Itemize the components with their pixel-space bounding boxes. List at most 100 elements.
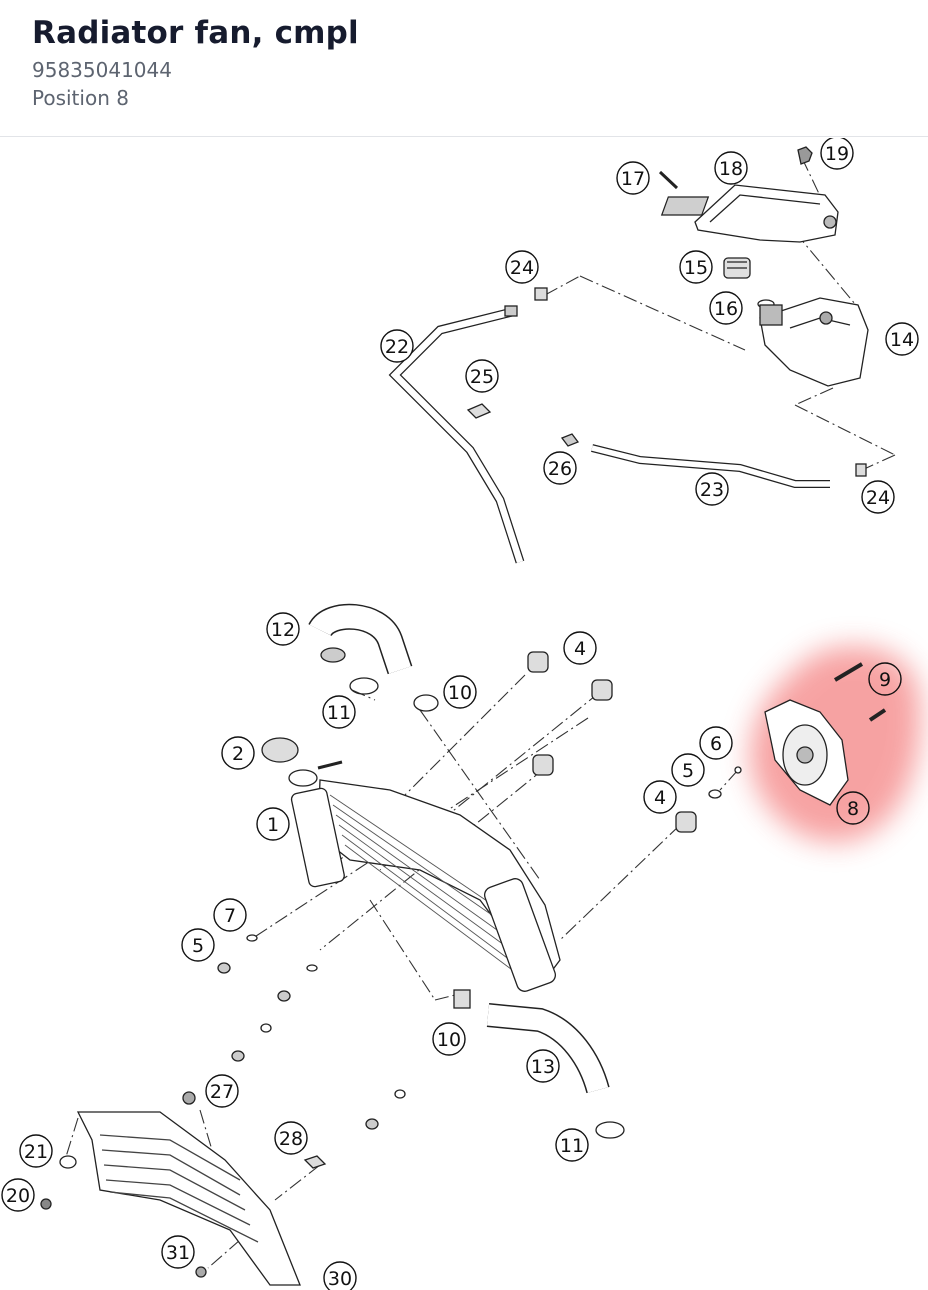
svg-text:8: 8 — [847, 798, 859, 820]
page-header: Radiator fan, cmpl 95835041044 Position … — [0, 0, 928, 137]
callout-5[interactable]: 5 — [671, 753, 705, 787]
damper-4d-part — [675, 811, 697, 833]
svg-text:1: 1 — [267, 814, 279, 836]
svg-text:24: 24 — [510, 257, 534, 279]
callout-6[interactable]: 6 — [699, 726, 733, 760]
callout-31[interactable]: 31 — [161, 1235, 195, 1269]
clamp-11b-part — [595, 1121, 625, 1139]
callout-7[interactable]: 7 — [213, 898, 247, 932]
reservoir-tank-part — [759, 297, 869, 387]
callout-13[interactable]: 13 — [526, 1049, 560, 1083]
callout-10[interactable]: 10 — [443, 675, 477, 709]
part-number: 95835041044 — [32, 58, 172, 82]
svg-text:20: 20 — [6, 1185, 30, 1207]
svg-text:10: 10 — [448, 682, 472, 704]
diagram-canvas: 19 18 17 24 15 16 14 22 25 26 23 24 12 4… — [1, 138, 921, 1290]
callout-5b[interactable]: 5 — [181, 928, 215, 962]
clamp-11-part — [349, 677, 379, 695]
part-drawings — [40, 146, 887, 1286]
callout-24[interactable]: 24 — [505, 250, 539, 284]
callout-8-selected[interactable]: 8 — [836, 791, 870, 825]
svg-text:24: 24 — [866, 487, 890, 509]
damper-4-part — [527, 651, 549, 673]
clamp-24b-part — [855, 463, 867, 477]
svg-text:13: 13 — [531, 1056, 555, 1078]
svg-text:2: 2 — [232, 743, 244, 765]
callout-14[interactable]: 14 — [885, 322, 919, 356]
svg-text:14: 14 — [890, 329, 914, 351]
damper-4c-part — [532, 754, 554, 776]
callout-10b[interactable]: 10 — [432, 1022, 466, 1056]
svg-text:5: 5 — [192, 935, 204, 957]
callout-4b[interactable]: 4 — [643, 780, 677, 814]
callout-23[interactable]: 23 — [695, 472, 729, 506]
washer-6-part — [734, 766, 742, 774]
svg-text:18: 18 — [719, 158, 743, 180]
clip-25-part — [466, 403, 492, 419]
svg-text:21: 21 — [24, 1141, 48, 1163]
callout-22[interactable]: 22 — [380, 329, 414, 363]
callout-11b[interactable]: 11 — [555, 1128, 589, 1162]
callout-4[interactable]: 4 — [563, 631, 597, 665]
callout-26[interactable]: 26 — [543, 451, 577, 485]
svg-text:17: 17 — [621, 168, 645, 190]
filler-neck-1-part — [288, 760, 343, 787]
bolt-19-part — [797, 146, 813, 165]
svg-text:9: 9 — [879, 669, 891, 691]
svg-text:6: 6 — [710, 733, 722, 755]
washer-5-part — [708, 789, 722, 799]
svg-text:12: 12 — [271, 619, 295, 641]
svg-text:19: 19 — [825, 143, 849, 165]
clamp-10-part — [413, 694, 439, 712]
screw-9b-part — [868, 708, 887, 722]
callout-12[interactable]: 12 — [266, 612, 300, 646]
radiator-fan-part — [764, 699, 849, 806]
radiator-grille-part — [76, 1111, 301, 1286]
svg-text:15: 15 — [684, 257, 708, 279]
clamp-24-part — [534, 287, 548, 301]
radiator-core-part — [290, 779, 561, 992]
svg-text:28: 28 — [279, 1128, 303, 1150]
leader-lines — [64, 157, 896, 1269]
svg-text:10: 10 — [437, 1029, 461, 1051]
svg-text:11: 11 — [327, 702, 351, 724]
svg-text:31: 31 — [166, 1242, 190, 1264]
svg-text:4: 4 — [574, 638, 586, 660]
svg-text:16: 16 — [714, 298, 738, 320]
callout-16[interactable]: 16 — [709, 291, 743, 325]
cap-15-part — [723, 257, 751, 279]
callout-1[interactable]: 1 — [256, 807, 290, 841]
svg-text:30: 30 — [328, 1268, 352, 1290]
callout-17[interactable]: 17 — [616, 161, 650, 195]
svg-text:22: 22 — [385, 336, 409, 358]
callout-28[interactable]: 28 — [274, 1121, 308, 1155]
svg-text:26: 26 — [548, 458, 572, 480]
callout-11[interactable]: 11 — [322, 695, 356, 729]
callout-20[interactable]: 20 — [1, 1178, 35, 1212]
svg-text:27: 27 — [210, 1081, 234, 1103]
svg-text:4: 4 — [654, 787, 666, 809]
bolt-20-part — [40, 1198, 52, 1210]
callout-27[interactable]: 27 — [205, 1074, 239, 1108]
svg-text:7: 7 — [224, 905, 236, 927]
callout-25[interactable]: 25 — [465, 359, 499, 393]
cap-2-part — [261, 737, 299, 763]
callout-19[interactable]: 19 — [820, 138, 854, 170]
callout-9[interactable]: 9 — [868, 662, 902, 696]
callout-2[interactable]: 2 — [221, 736, 255, 770]
page-title: Radiator fan, cmpl — [32, 15, 359, 51]
callout-21[interactable]: 21 — [19, 1134, 53, 1168]
svg-text:5: 5 — [682, 760, 694, 782]
svg-text:25: 25 — [470, 366, 494, 388]
damper-4b-part — [591, 679, 613, 701]
callout-15[interactable]: 15 — [679, 250, 713, 284]
svg-text:23: 23 — [700, 479, 724, 501]
callout-24b[interactable]: 24 — [861, 480, 895, 514]
callout-18[interactable]: 18 — [714, 151, 748, 185]
callout-30[interactable]: 30 — [323, 1261, 357, 1290]
exploded-parts-diagram[interactable]: 19 18 17 24 15 16 14 22 25 26 23 24 12 4… — [0, 138, 928, 1290]
svg-text:11: 11 — [560, 1135, 584, 1157]
screw-17-part — [658, 170, 679, 190]
screw-9-part — [833, 662, 864, 682]
clip-28-part — [303, 1155, 327, 1169]
